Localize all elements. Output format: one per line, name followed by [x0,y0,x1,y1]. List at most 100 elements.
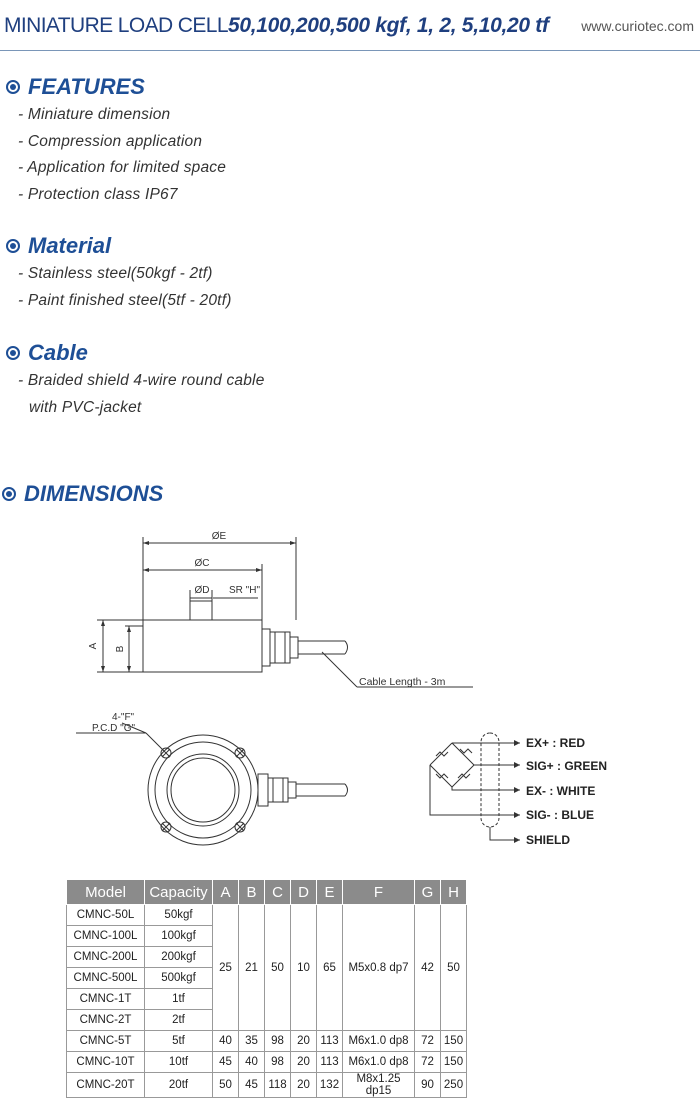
table-row: CMNC-500L 500kgf [66,967,467,989]
table-row: CMNC-1T 1tf [66,988,467,1010]
table-row: CMNC-10T 10tf 45 40 98 20 113 M6x1.0 dp8… [66,1051,467,1073]
cable-section: Cable - Braided shield 4-wire round cabl… [6,338,265,421]
model-cell: CMNC-500L [66,967,145,989]
table-row: CMNC-2T 2tf [66,1009,467,1031]
table-row: CMNC-5T 5tf 40 35 98 20 113 M6x1.0 dp8 7… [66,1030,467,1052]
dim-cell: 35 [238,1030,265,1052]
model-cell: CMNC-1T [66,988,145,1010]
column-header: B [238,879,265,905]
title-plain: MINIATURE LOAD CELL [4,14,229,37]
table-row: CMNC-20T 20tf 50 45 118 20 132 M8x1.25 d… [66,1072,467,1098]
list-item: - Miniature dimension [18,106,171,123]
capacity-cell: 5tf [144,1030,213,1052]
dim-cell: 65 [316,904,343,1031]
top-view-drawing: 4-"F" P.C.D "G" [76,712,348,846]
column-header: F [342,879,415,905]
column-header: Model [66,879,145,905]
dim-cell: 72 [414,1051,441,1073]
dim-cell: 21 [238,904,265,1031]
spec-table: Model Capacity A B C D E F G H CMNC-50L … [66,879,467,1098]
capacity-cell: 50kgf [144,904,213,926]
dim-cell: M6x1.0 dp8 [342,1030,415,1052]
target-bullet-icon [6,80,20,94]
header-divider [0,50,700,51]
dim-cell: 40 [238,1051,265,1073]
column-header: E [316,879,343,905]
wire-sig-minus: SIG- : BLUE [526,808,594,822]
column-header: D [290,879,317,905]
list-item: with PVC-jacket [29,398,142,416]
list-item: - Compression application [18,132,203,150]
table-row: CMNC-200L 200kgf [66,946,467,968]
website-link[interactable]: www.curiotec.com [581,18,694,34]
wire-shield: SHIELD [526,833,570,847]
wire-ex-plus: EX+ : RED [526,736,585,750]
table-header-row: Model Capacity A B C D E F G H [66,879,467,905]
dim-cell: 132 [316,1072,343,1098]
table-row: CMNC-50L 50kgf 25 21 50 10 65 M5x0.8 dp7… [66,904,467,1031]
material-section: Material - Stainless steel(50kgf - 2tf) … [6,231,232,314]
dim-cell: 20 [290,1051,317,1073]
label-d: ØD [195,585,210,596]
capacity-cell: 1tf [144,988,213,1010]
dim-cell: 50 [212,1072,239,1098]
title-models: 50,100,200,500 kgf, 1, 2, 5,10,20 tf [227,14,549,37]
wire-ex-minus: EX- : WHITE [526,784,595,798]
dim-cell: 113 [316,1051,343,1073]
dim-cell: 42 [414,904,441,1031]
list-item: - Protection class IP67 [18,185,178,203]
dim-cell: 98 [264,1051,291,1073]
list-item: - Braided shield 4-wire round cable [18,372,265,389]
dim-cell: 50 [264,904,291,1031]
dimensions-section: DIMENSIONS [2,479,163,509]
dim-cell: M6x1.0 dp8 [342,1051,415,1073]
dim-cell: 98 [264,1030,291,1052]
dim-cell: 20 [290,1072,317,1098]
wire-sig-plus: SIG+ : GREEN [526,759,607,773]
target-bullet-icon [6,346,20,360]
list-item: - Stainless steel(50kgf - 2tf) [18,265,213,282]
side-view-drawing: ØE ØC ØD SR "H" A B Cable Length - 3m [88,531,473,688]
column-header: A [212,879,239,905]
dim-cell: 72 [414,1030,441,1052]
dim-cell: 25 [212,904,239,1031]
dim-cell: 118 [264,1072,291,1098]
label-pcd: P.C.D "G" [92,723,135,734]
model-cell: CMNC-50L [66,904,145,926]
model-cell: CMNC-5T [66,1030,145,1052]
label-sr: SR "H" [229,585,260,596]
label-c: ØC [195,558,210,569]
wiring-diagram: EX+ : RED SIG+ : GREEN EX- : WHITE SIG- … [429,732,607,847]
dim-cell: 45 [212,1051,239,1073]
dim-cell: 250 [440,1072,467,1098]
column-header: G [414,879,441,905]
label-b: B [115,645,126,652]
dim-cell: 10 [290,904,317,1031]
dim-cell: 50 [440,904,467,1031]
dim-cell: M8x1.25 dp15 [342,1072,415,1098]
dim-cell: 150 [440,1030,467,1052]
model-cell: CMNC-10T [66,1051,145,1073]
label-f: 4-"F" [112,712,135,723]
features-section: FEATURES - Miniature dimension - Compres… [6,72,226,208]
cable-title: Cable [28,340,88,365]
column-header: H [440,879,467,905]
label-cable-length: Cable Length - 3m [359,676,446,688]
dim-cell: 90 [414,1072,441,1098]
capacity-cell: 2tf [144,1009,213,1031]
page-header: MINIATURE LOAD CELL50,100,200,500 kgf, 1… [0,0,700,52]
dim-cell: 150 [440,1051,467,1073]
dim-cell: 45 [238,1072,265,1098]
list-item: - Application for limited space [18,159,227,176]
page-title: MINIATURE LOAD CELL50,100,200,500 kgf, 1… [4,14,549,38]
label-e: ØE [212,531,227,542]
target-bullet-icon [2,487,16,501]
model-cell: CMNC-200L [66,946,145,968]
dim-cell: 113 [316,1030,343,1052]
capacity-cell: 200kgf [144,946,213,968]
capacity-cell: 100kgf [144,925,213,947]
model-cell: CMNC-2T [66,1009,145,1031]
model-cell: CMNC-20T [66,1072,145,1098]
label-a: A [88,642,99,649]
column-header: C [264,879,291,905]
